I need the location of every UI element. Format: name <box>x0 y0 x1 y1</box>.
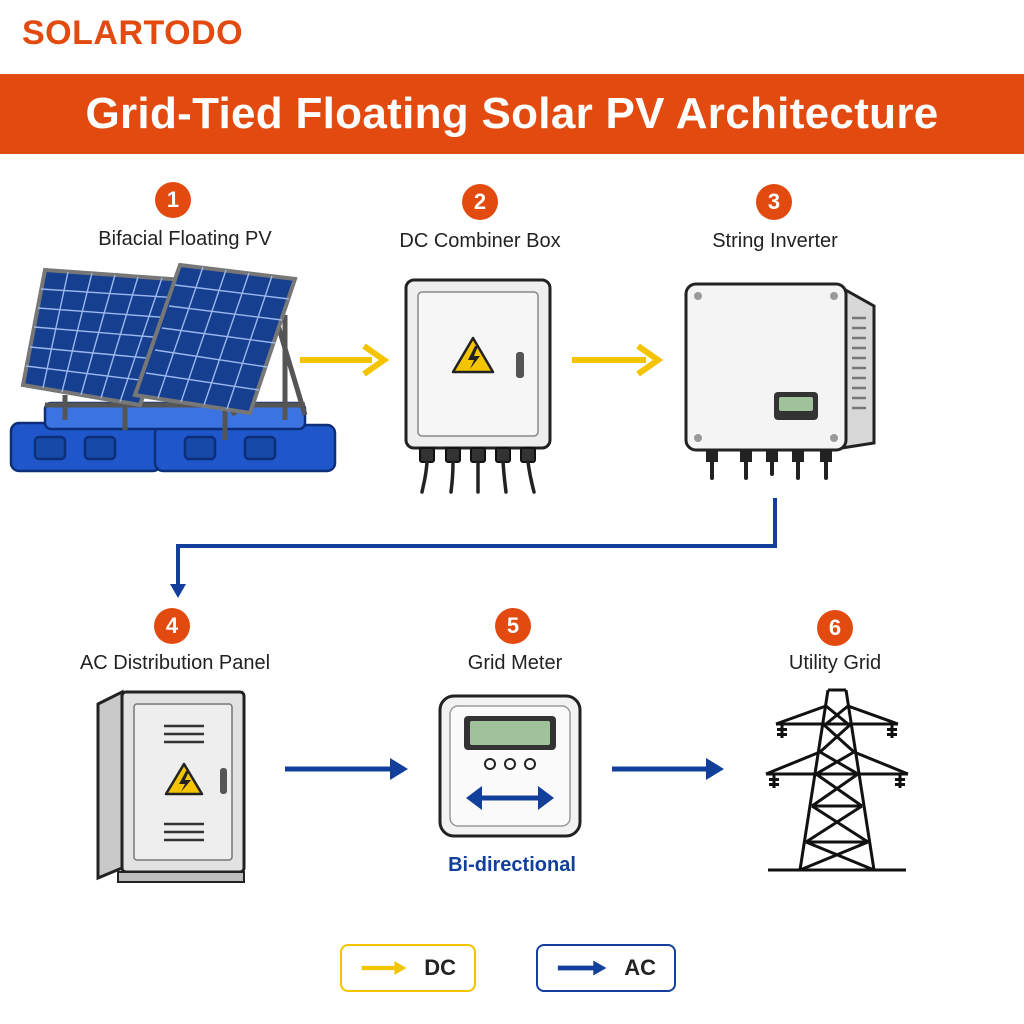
warning-icon <box>164 762 204 796</box>
legend-dc: DC <box>340 944 476 992</box>
step-1-label: Bifacial Floating PV <box>98 228 272 250</box>
distribution-panel-icon <box>96 689 246 883</box>
combiner-box-icon <box>404 278 552 494</box>
dc-arrow-2-to-3 <box>572 343 664 377</box>
brand-logo: SOLARTODO <box>22 14 244 52</box>
step-5-label: Grid Meter <box>467 652 563 674</box>
diagram-title: Grid-Tied Floating Solar PV Architecture <box>85 89 939 138</box>
step-4-label: AC Distribution Panel <box>79 652 271 674</box>
warning-icon <box>451 336 495 374</box>
step-3-label: String Inverter <box>712 230 838 252</box>
step-6-label: Utility Grid <box>788 652 882 674</box>
step-4-number: 4 <box>154 608 190 644</box>
ac-arrow-3-to-4 <box>170 498 777 598</box>
transmission-tower-icon <box>765 688 909 872</box>
ac-arrow-icon <box>557 960 607 976</box>
step-2-label: DC Combiner Box <box>399 230 561 252</box>
step-3-number: 3 <box>756 184 792 220</box>
inverter-icon <box>684 282 876 480</box>
ac-arrow-5-to-6 <box>612 758 724 780</box>
legend-ac: AC <box>536 944 676 992</box>
step-2-number: 2 <box>462 184 498 220</box>
step-6-number: 6 <box>817 610 853 646</box>
legend-ac-label: AC <box>624 955 656 980</box>
step-5-number: 5 <box>495 608 531 644</box>
ac-arrow-4-to-5 <box>285 758 408 780</box>
solar-panel-icon <box>9 262 337 473</box>
dc-arrow-icon <box>361 961 407 975</box>
step-1-number: 1 <box>155 182 191 218</box>
meter-icon <box>438 694 582 838</box>
meter-note: Bi-directional <box>448 854 576 876</box>
legend-dc-label: DC <box>424 955 456 980</box>
title-banner: Grid-Tied Floating Solar PV Architecture <box>0 74 1024 154</box>
